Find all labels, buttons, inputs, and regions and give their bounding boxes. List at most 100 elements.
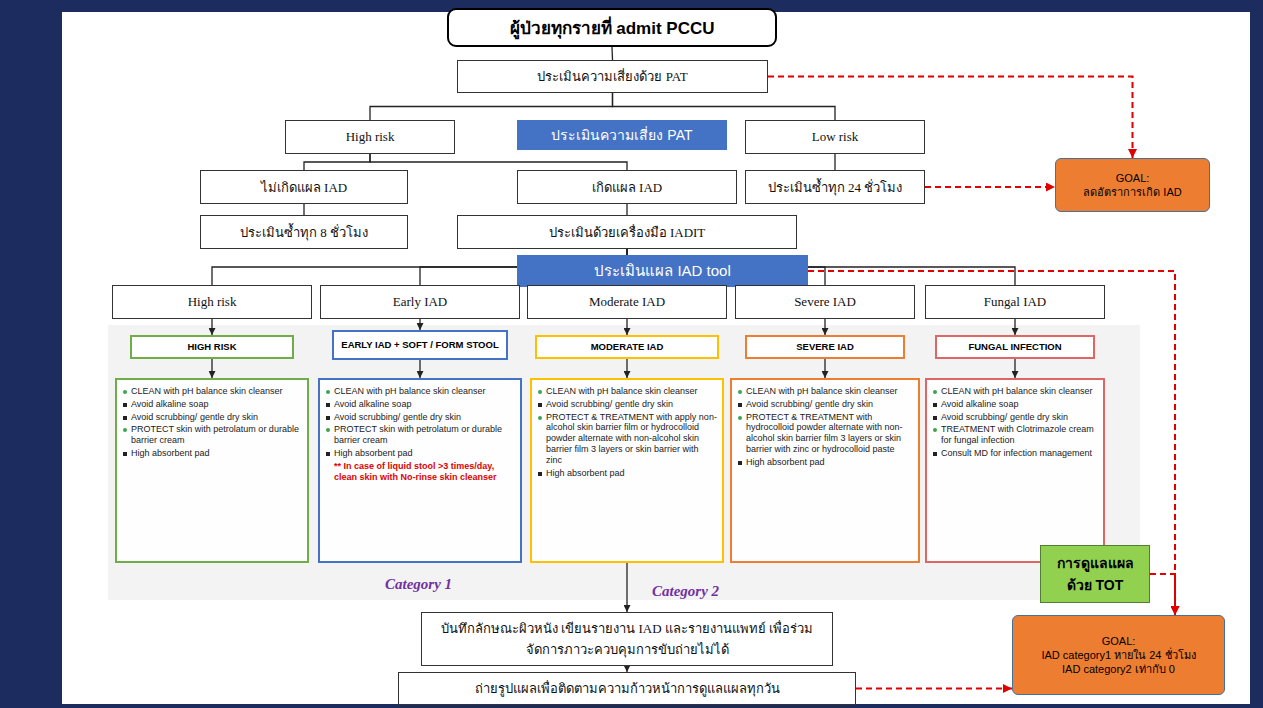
box-text: ไม่เกิดแผล IAD: [261, 177, 347, 198]
box-text: Early IAD: [393, 294, 448, 310]
connector: [626, 563, 627, 612]
goal-link: [856, 688, 1012, 690]
goal-box: GOAL:ลดอัตราการเกิด IAD: [1055, 158, 1210, 212]
bullet-item: High absorbent pad: [537, 468, 717, 479]
process-box: ประเมินซ้ำทุก 8 ชั่วโมง: [200, 215, 408, 249]
bullet-item: Avoid alkaline soap: [932, 399, 1098, 410]
connector: [824, 359, 825, 378]
care-instruction: Avoid scrubbing/ gentle dry skin: [131, 412, 258, 423]
box-text: Moderate IAD: [589, 294, 665, 310]
care-instruction: CLEAN with pH balance skin cleanser: [131, 386, 283, 397]
bullet-mark: [933, 428, 937, 432]
bullet-item: High absorbent pad: [122, 448, 302, 459]
care-instruction: CLEAN with pH balance skin cleanser: [334, 386, 486, 397]
connector: [626, 204, 627, 215]
bullet-item: Avoid scrubbing/ gentle dry skin: [122, 412, 302, 423]
care-instruction: Avoid scrubbing/ gentle dry skin: [941, 412, 1068, 423]
goal-text: ลดอัตราการเกิด IAD: [1083, 185, 1181, 199]
care-instruction: CLEAN with pH balance skin cleanser: [546, 386, 698, 397]
care-panel: CLEAN with pH balance skin cleanserAvoid…: [318, 378, 522, 563]
connector: [211, 359, 212, 378]
care-instruction: High absorbent pad: [746, 457, 825, 468]
goal-text: IAD category1 หายใน 24 ชั่วโมง: [1041, 648, 1195, 662]
bullet-item: Avoid scrubbing/ gentle dry skin: [932, 412, 1098, 423]
bullet-mark: [738, 403, 742, 407]
connector: [419, 319, 420, 330]
category-box: High risk: [112, 285, 312, 319]
care-instruction: High absorbent pad: [334, 448, 413, 459]
process-box: บันทึกลักษณะผิวหนัง เขียนรายงาน IAD และร…: [421, 612, 833, 666]
bullet-item: PROTECT & TREATMENT with hydrocolloid po…: [737, 412, 913, 455]
bullet-item: PROTECT skin with petrolatum or durable …: [122, 424, 302, 446]
bullet-mark: [326, 403, 330, 407]
bullet-mark: [326, 416, 330, 420]
bullet-mark: [933, 416, 937, 420]
care-instruction: Avoid alkaline soap: [334, 399, 411, 410]
care-instruction: ** In case of liquid stool >3 times/day,…: [334, 461, 515, 483]
goal-link: [1150, 574, 1175, 615]
bullet-mark: [123, 390, 127, 394]
bullet-item: Avoid scrubbing/ gentle dry skin: [737, 399, 913, 410]
connector: [419, 360, 420, 378]
bullet-mark: [933, 390, 937, 394]
connector: [611, 47, 613, 60]
category-box: Early IAD: [320, 285, 520, 319]
box-text: Fungal IAD: [984, 294, 1046, 310]
connector: [1014, 319, 1015, 335]
care-instruction: PROTECT & TREATMENT with hydrocolloid po…: [746, 412, 913, 455]
goal-text: GOAL:: [1102, 634, 1136, 648]
care-instruction: CLEAN with pH balance skin cleanser: [746, 386, 898, 397]
box-text: Severe IAD: [794, 294, 856, 310]
photo-strip: [108, 325, 1140, 600]
bullet-mark: [538, 390, 542, 394]
care-header: MODERATE IAD: [535, 335, 719, 359]
bullet-item: Avoid alkaline soap: [325, 399, 515, 410]
care-panel: CLEAN with pH balance skin cleanserAvoid…: [925, 378, 1105, 563]
box-text: ประเมินซ้ำทุก 24 ชั่วโมง: [768, 177, 903, 198]
bullet-item: PROTECT skin with petrolatum or durable …: [325, 424, 515, 446]
care-header: EARLY IAD + SOFT / FORM STOOL: [332, 330, 508, 360]
connector: [1014, 359, 1015, 378]
process-box: ประเมินซ้ำทุก 24 ชั่วโมง: [745, 170, 925, 204]
process-box: ถ่ายรูปแผลเพื่อติดตามความก้าวหน้าการดูแล…: [398, 672, 856, 705]
process-box: ประเมินด้วยเครื่องมือ IADIT: [457, 215, 797, 249]
care-panel: CLEAN with pH balance skin cleanserAvoid…: [530, 378, 724, 563]
bullet-item: ** In case of liquid stool >3 times/day,…: [325, 461, 515, 483]
title-box: ผู้ป่วยทุกรายที่ admit PCCU: [447, 8, 777, 47]
white-panel: [62, 12, 1250, 704]
bullet-mark: [123, 416, 127, 420]
box-text: FUNGAL INFECTION: [968, 341, 1061, 352]
box-text: High risk: [188, 294, 237, 310]
category-label: Category 1: [385, 576, 452, 593]
bullet-mark: [326, 428, 330, 432]
connector: [626, 359, 627, 378]
box-text: เกิดแผล IAD: [592, 177, 662, 198]
care-instruction: High absorbent pad: [131, 448, 210, 459]
bullet-mark: [738, 461, 742, 465]
box-text: EARLY IAD + SOFT / FORM STOOL: [341, 339, 498, 350]
bullet-mark: [738, 416, 742, 420]
process-box: เกิดแผล IAD: [517, 170, 737, 204]
bullet-item: CLEAN with pH balance skin cleanser: [325, 386, 515, 397]
bullet-item: Avoid alkaline soap: [122, 399, 302, 410]
box-text: ประเมินความเสี่ยง PAT: [551, 124, 692, 146]
bullet-mark: [738, 390, 742, 394]
connector: [304, 154, 370, 170]
care-instruction: PROTECT skin with petrolatum or durable …: [131, 424, 302, 446]
process-box: ประเมินความเสี่ยงด้วย PAT: [457, 60, 768, 93]
care-instruction: Avoid scrubbing/ gentle dry skin: [546, 399, 673, 410]
box-text: Low risk: [812, 129, 859, 145]
care-instruction: Avoid alkaline soap: [131, 399, 208, 410]
box-text: SEVERE IAD: [796, 341, 854, 352]
process-box: ไม่เกิดแผล IAD: [200, 170, 408, 204]
care-instruction: Avoid scrubbing/ gentle dry skin: [746, 399, 873, 410]
process-box: High risk: [285, 120, 455, 154]
category-label: Category 2: [652, 583, 719, 600]
care-method-box: การดูแลแผลด้วย TOT: [1040, 545, 1150, 603]
care-instruction: High absorbent pad: [546, 468, 625, 479]
bullet-item: Consult MD for infection management: [932, 448, 1098, 459]
bullet-mark: [933, 403, 937, 407]
goal-link: [925, 186, 1055, 188]
category-box: Moderate IAD: [527, 285, 727, 319]
